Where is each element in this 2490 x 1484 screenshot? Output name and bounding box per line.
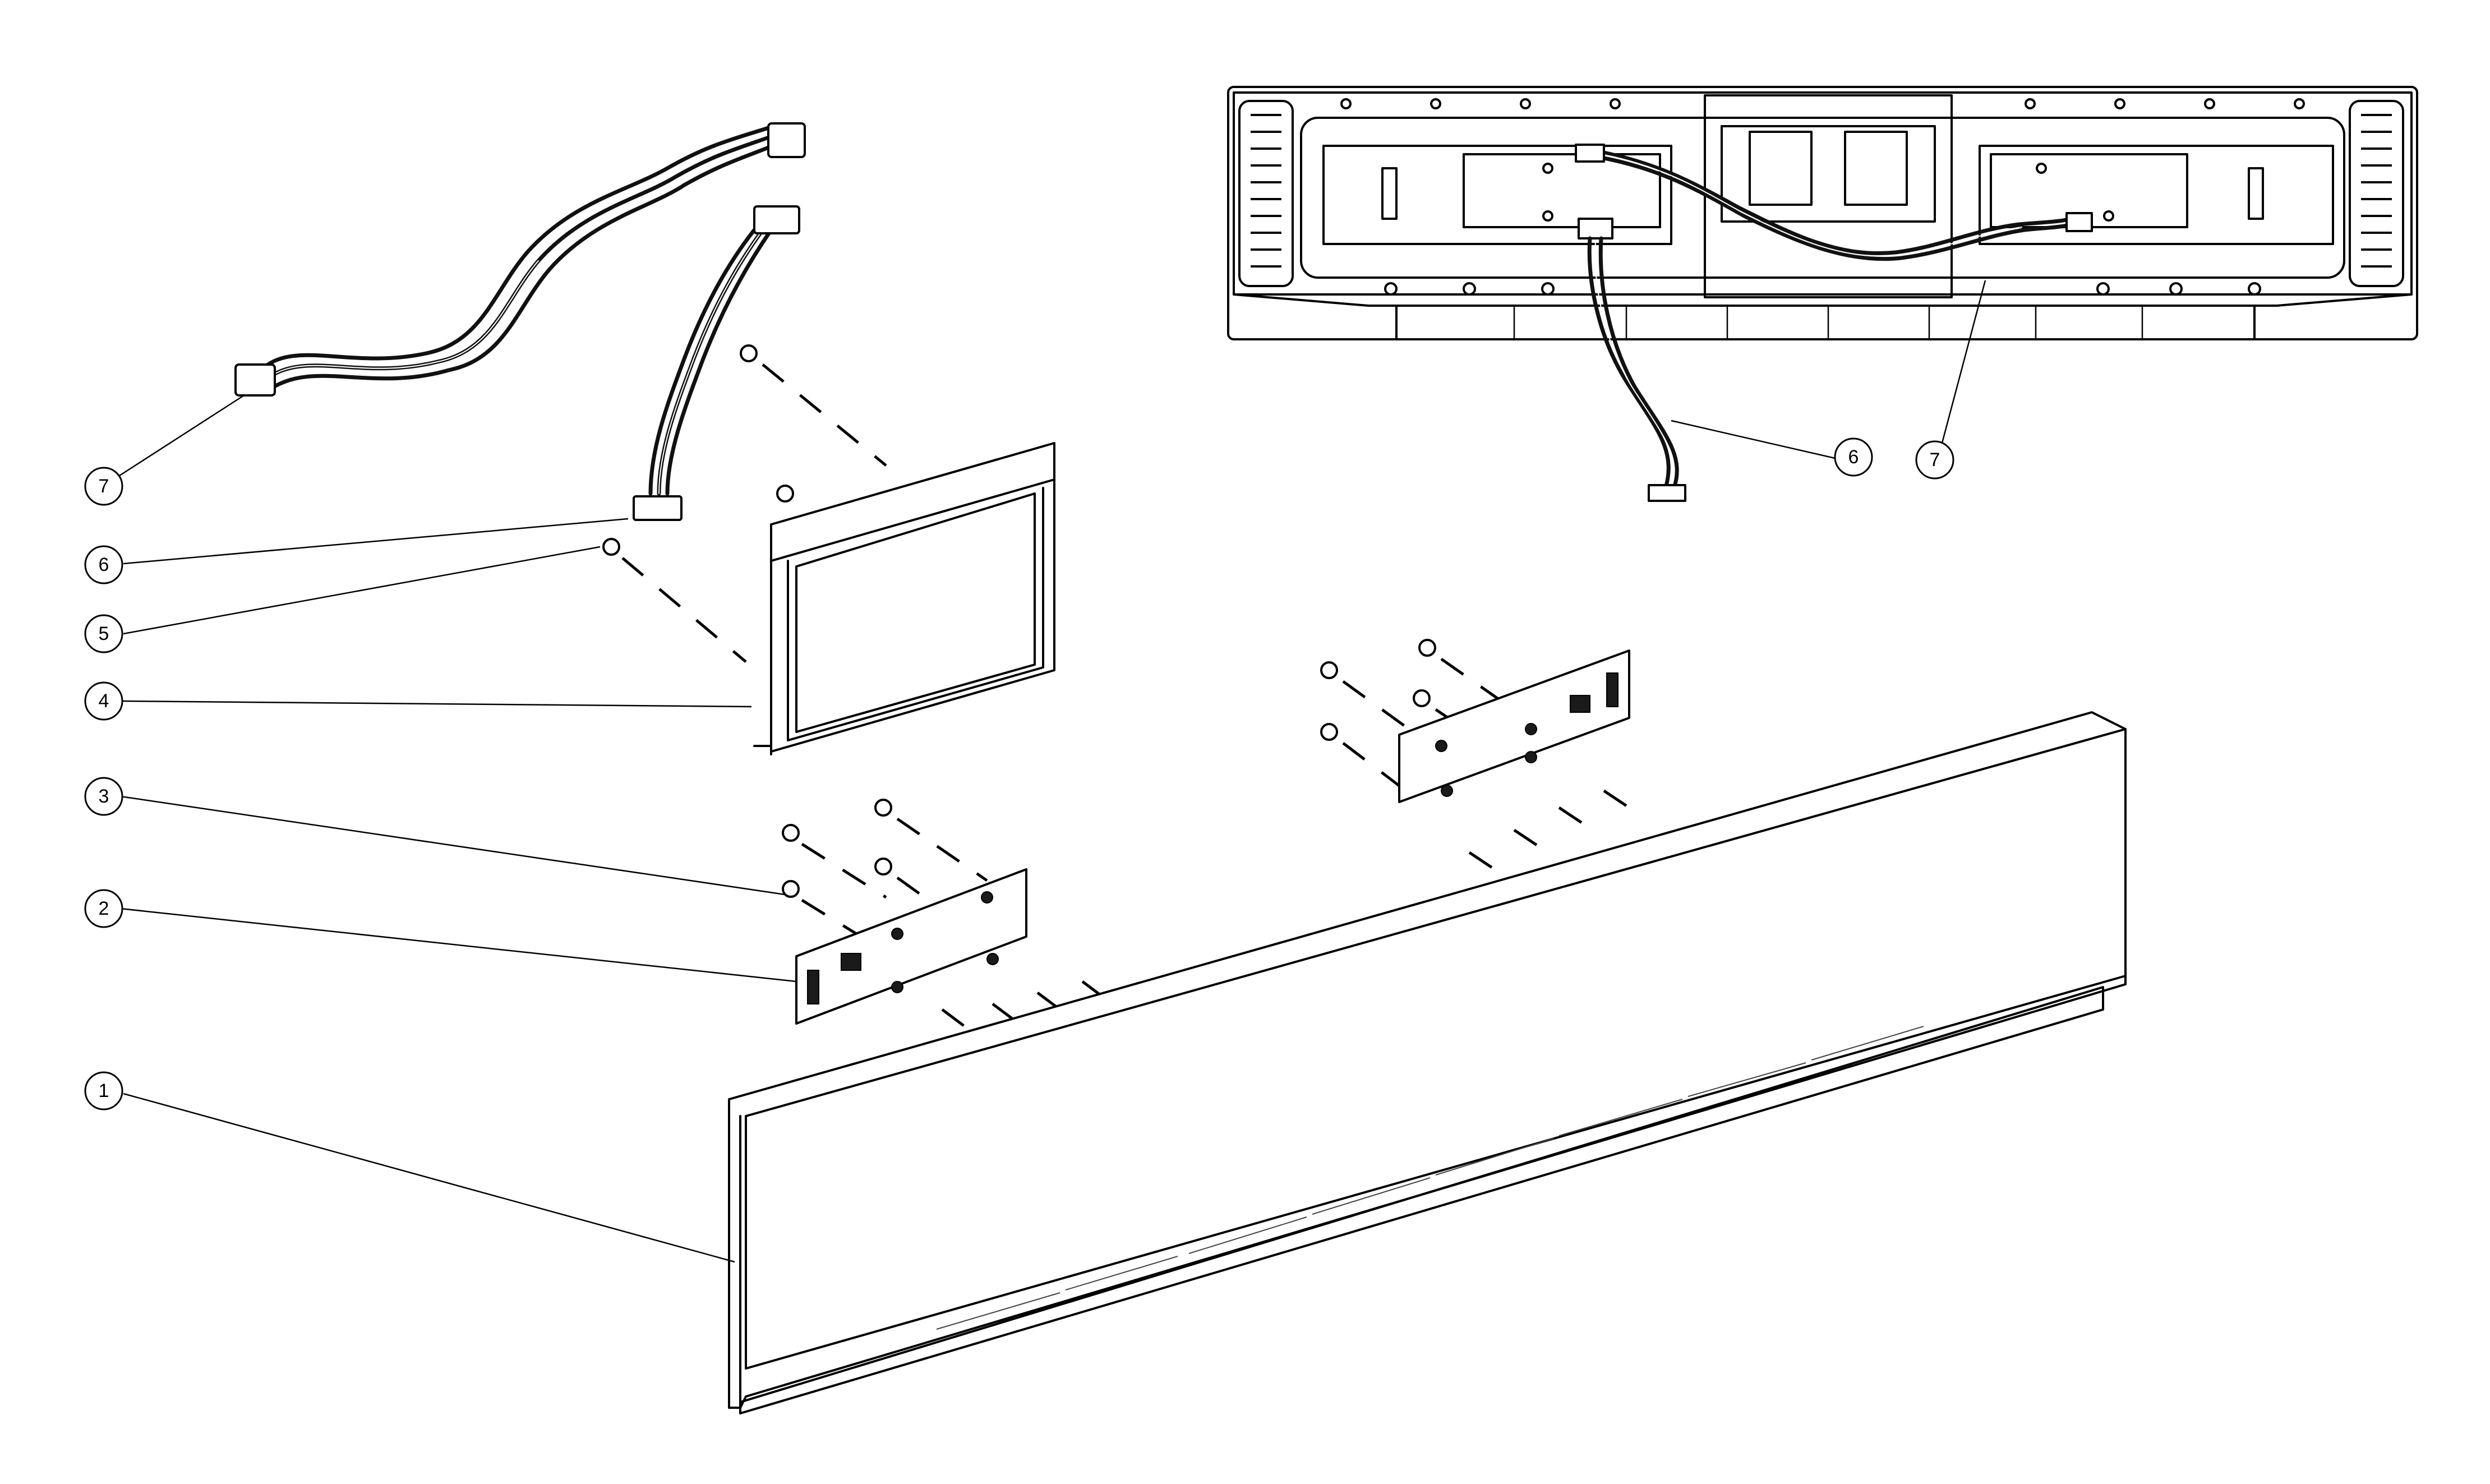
display-module-4 (753, 442, 1055, 755)
callout-6: 6 (84, 545, 123, 584)
screws (602, 344, 1639, 1027)
callout-4-label: 4 (99, 690, 109, 712)
leader-lines (117, 280, 1986, 1263)
callout-6-assembled: 6 (1834, 437, 1873, 477)
callout-2-label: 2 (99, 898, 109, 919)
control-board-left (795, 868, 1027, 1025)
callout-3-label: 3 (99, 786, 109, 807)
callout-4: 4 (84, 681, 123, 721)
callout-7: 7 (84, 467, 123, 506)
callout-6-assembled-label: 6 (1848, 446, 1859, 468)
assembled-rear-view (1227, 86, 2418, 502)
wire-harness-6 (633, 205, 800, 521)
callout-6-label: 6 (99, 554, 109, 575)
control-panel-front-1 (728, 711, 2127, 1414)
callout-1: 1 (84, 1071, 123, 1110)
callout-1-label: 1 (99, 1080, 109, 1102)
callout-5-label: 5 (99, 623, 109, 644)
callout-7-label: 7 (99, 476, 109, 497)
wire-harness-7 (234, 122, 806, 397)
callout-7-assembled: 7 (1915, 440, 1954, 480)
callout-7-assembled-label: 7 (1930, 449, 1940, 471)
control-board-right (1398, 649, 1630, 803)
callout-5: 5 (84, 614, 123, 653)
callout-2: 2 (84, 889, 123, 928)
callout-3: 3 (84, 777, 123, 816)
